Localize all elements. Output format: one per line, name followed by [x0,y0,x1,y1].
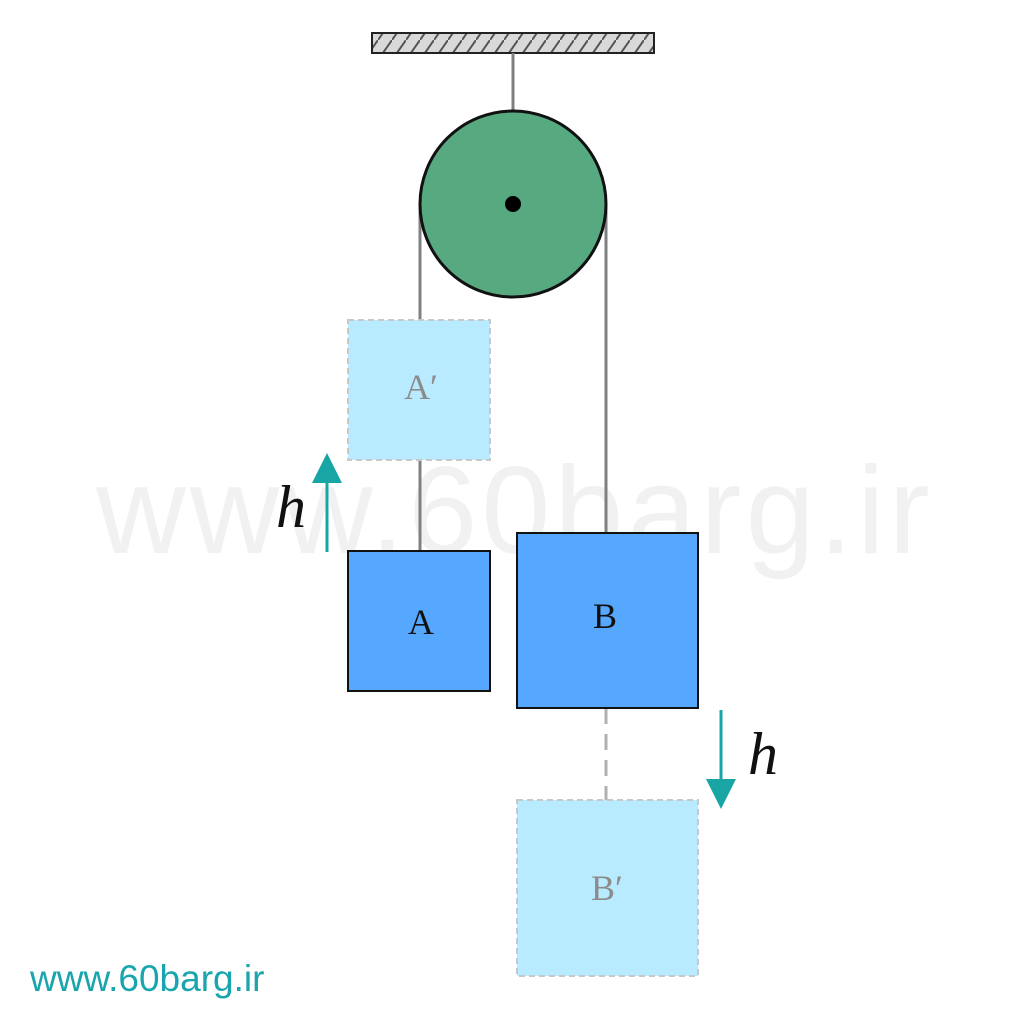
block-b-label: B [593,596,617,636]
block-b-prime-label: B′ [591,868,623,908]
displacement-up-label: h [276,474,306,540]
pulley-axle [505,196,521,212]
block-a-label: A [408,602,434,642]
block-a-prime [347,319,491,461]
block-a [347,550,491,692]
site-link[interactable]: www.60barg.ir [30,958,265,999]
displacement-down-label: h [748,721,778,787]
block-b-prime [516,799,699,977]
ceiling-support [371,32,655,54]
block-a-prime-label: A′ [404,367,438,407]
block-b [516,532,699,709]
